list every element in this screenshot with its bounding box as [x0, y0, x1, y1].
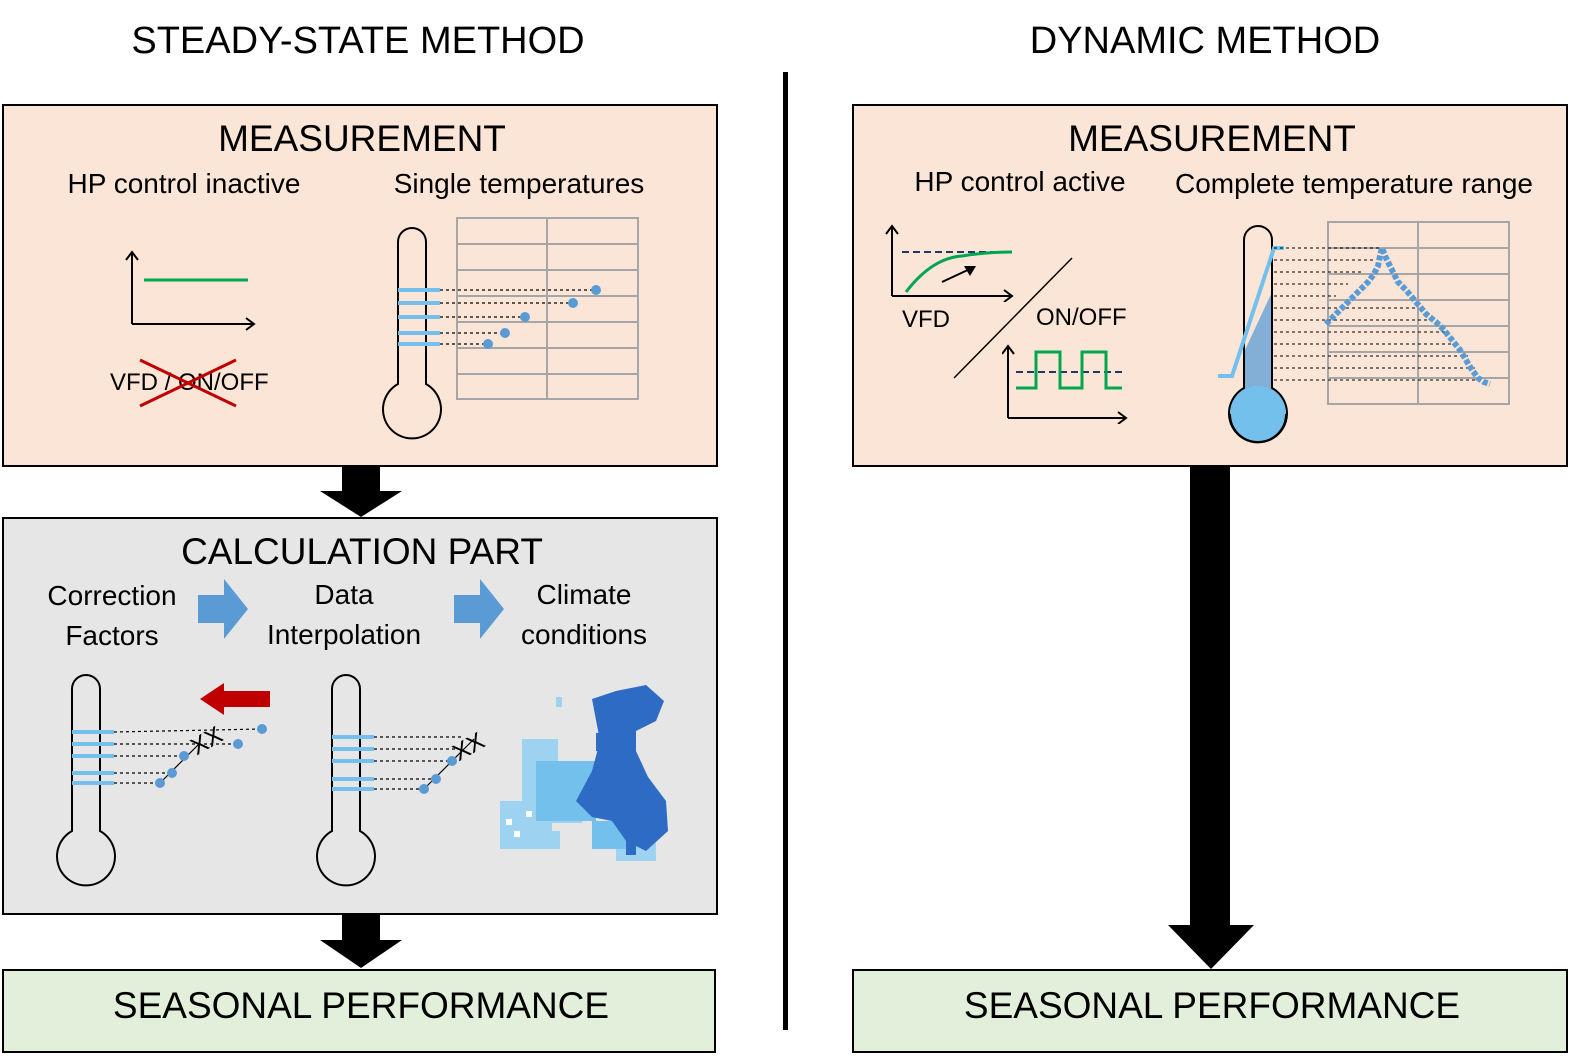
flat-control-graph-icon	[125, 250, 256, 331]
calculation-part-box: CALCULATION PART Correction Factors Data…	[2, 517, 718, 915]
dynamic-measurement-title: MEASUREMENT	[1068, 118, 1356, 159]
complete-range-thermometer-icon	[1218, 221, 1510, 444]
europe-climate-map-icon	[500, 685, 668, 861]
vfd-control-graph-icon	[885, 224, 1014, 302]
single-temperature-thermometer-icon	[382, 217, 639, 440]
dynamic-seasonal-performance-box: SEASONAL PERFORMANCE	[852, 969, 1568, 1053]
onoff-control-graph-icon	[1002, 344, 1128, 424]
correction-factors-label: Correction Factors	[47, 580, 177, 651]
steady-state-heading: STEADY-STATE METHOD	[131, 20, 585, 62]
data-interpolation-label: Data Interpolation	[266, 579, 422, 650]
down-arrow-measurement-to-calc	[320, 467, 402, 517]
interpolation-thermometer-icon: XX	[316, 674, 489, 887]
correction-thermometer-icon: XX	[56, 674, 270, 887]
vfd-label: VFD	[902, 306, 950, 333]
dynamic-seasonal-performance-label: SEASONAL PERFORMANCE	[963, 985, 1461, 1026]
hp-control-active-label: HP control active	[914, 166, 1126, 197]
control-mode-separator	[953, 257, 1073, 379]
steady-seasonal-performance-box: SEASONAL PERFORMANCE	[2, 969, 716, 1053]
single-temperatures-label: Single temperatures	[393, 168, 645, 199]
steady-measurement-title: MEASUREMENT	[218, 118, 506, 159]
complete-temperature-range-label: Complete temperature range	[1175, 168, 1533, 199]
down-arrow-calc-to-result	[320, 914, 402, 968]
calculation-part-title: CALCULATION PART	[181, 531, 543, 572]
dynamic-measurement-box: MEASUREMENT HP control active Complete t…	[852, 104, 1568, 467]
climate-conditions-label: Climate conditions	[520, 579, 648, 650]
onoff-label: ON/OFF	[1036, 304, 1127, 331]
dynamic-heading: DYNAMIC METHOD	[1029, 20, 1381, 62]
method-divider	[783, 72, 788, 1030]
cross-out-icon	[139, 358, 237, 408]
hp-control-inactive-label: HP control inactive	[67, 168, 301, 199]
steady-measurement-box: MEASUREMENT HP control inactive Single t…	[2, 104, 718, 467]
step-arrow-icon	[454, 579, 504, 639]
step-arrow-icon	[198, 579, 248, 639]
steady-seasonal-performance-label: SEASONAL PERFORMANCE	[112, 985, 610, 1026]
xx-marker: XX	[186, 721, 227, 760]
down-arrow-measurement-to-result	[1168, 467, 1254, 969]
